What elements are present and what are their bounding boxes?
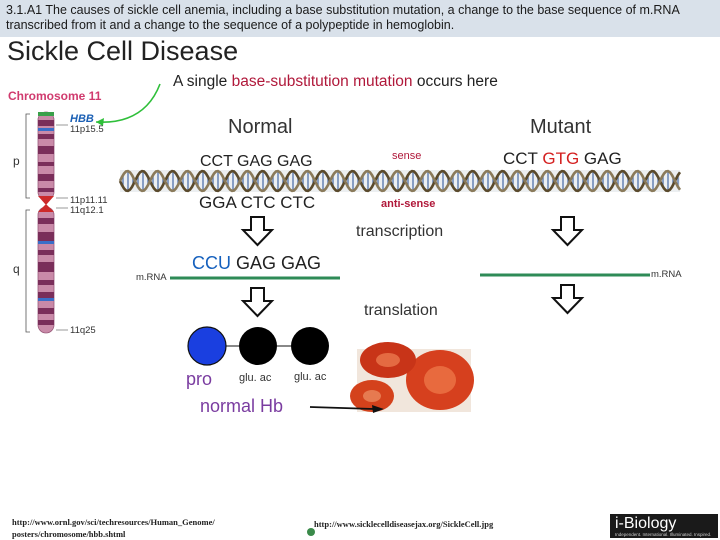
mutant-seq-prefix: CCT: [503, 149, 543, 168]
normal-hb-pointer-head: [372, 405, 384, 413]
mutant-seq-suffix: GAG: [579, 149, 622, 168]
source-url-ornl-line2[interactable]: posters/chromosome/hbb.shtml: [12, 529, 126, 539]
antisense-strand-label: anti-sense: [381, 198, 436, 210]
source-url-ornl-line1[interactable]: http://www.ornl.gov/sci/techresources/Hu…: [12, 517, 215, 527]
arm-q-label: q: [13, 262, 20, 276]
dna-double-helix: [118, 169, 682, 193]
glutamic-acid-label-1: glu. ac: [239, 372, 272, 384]
transcription-arrow-normal: [240, 216, 275, 247]
normal-sense-sequence: CCT GAG GAG: [200, 153, 313, 170]
mutant-heading: Mutant: [530, 116, 592, 138]
mutation-note-prefix: A single: [173, 73, 232, 90]
mrna-first-codon: CCU: [192, 253, 231, 273]
chromosome-11-ideogram: [25, 111, 68, 334]
band-11q12-1: 11q12.1: [70, 205, 104, 216]
red-blood-cells-photo: [350, 342, 474, 412]
glutamic-acid-circle-2: [291, 327, 329, 365]
arrows: [240, 216, 585, 318]
glutamic-acid-circle-1: [239, 327, 277, 365]
normal-hb-label: normal Hb: [200, 396, 284, 416]
band-11p11-11: 11p11.11: [70, 195, 108, 206]
mutation-note-highlight: base-substitution mutation: [231, 73, 413, 90]
hbb-gene-label: HBB: [70, 113, 94, 125]
proline-label: pro: [186, 369, 213, 389]
mutation-note: A single base-substitution mutation occu…: [173, 73, 498, 91]
sense-strand-label: sense: [392, 150, 422, 162]
source-url-sicklecell[interactable]: http://www.sicklecelldiseasejax.org/Sick…: [314, 519, 494, 529]
brand-title: i-Biology: [615, 515, 677, 532]
translation-label: translation: [364, 302, 438, 319]
translation-arrow-mutant: [550, 284, 585, 315]
normal-hb-pointer: [309, 406, 375, 410]
translation-arrow-normal: [240, 287, 275, 318]
caption-bar: 3.1.A1 The causes of sickle cell anemia,…: [0, 0, 720, 37]
mutation-pointer-arrow: [95, 83, 161, 123]
band-11q25: 11q25: [70, 325, 96, 336]
source-logo-icon: [307, 528, 315, 536]
mrna-label-mutant: m.RNA: [651, 269, 682, 280]
mutant-codon: GTG: [542, 149, 580, 168]
mrna-rest-codons: GAG GAG: [231, 253, 322, 273]
mrna-label-normal: m.RNA: [136, 272, 167, 283]
mutation-note-suffix: occurs here: [412, 73, 498, 90]
slide-title: Sickle Cell Disease: [7, 36, 239, 66]
band-11p15-5: 11p15.5: [70, 124, 104, 135]
transcription-arrow-mutant: [550, 216, 585, 247]
slide-caption: 3.1.A1 The causes of sickle cell anemia,…: [6, 3, 680, 32]
glutamic-acid-label-2: glu. ac: [294, 371, 327, 383]
normal-antisense-sequence: GGA CTC CTC: [199, 193, 316, 212]
arm-p-label: p: [13, 154, 20, 168]
mutation-pointer-arrowhead: [96, 118, 104, 126]
chromosome-label: Chromosome 11: [8, 89, 102, 103]
normal-mrna-sequence: CCU GAG GAG: [192, 253, 321, 274]
brand-subtitle: Independent. International. Illuminated.…: [615, 532, 712, 537]
transcription-label: transcription: [356, 223, 444, 240]
normal-heading: Normal: [228, 116, 293, 138]
i-biology-logo: i-Biology Independent. International. Il…: [610, 514, 718, 538]
mutant-sense-sequence: CCT GTG GAG: [503, 149, 622, 169]
proline-circle: [187, 326, 227, 366]
